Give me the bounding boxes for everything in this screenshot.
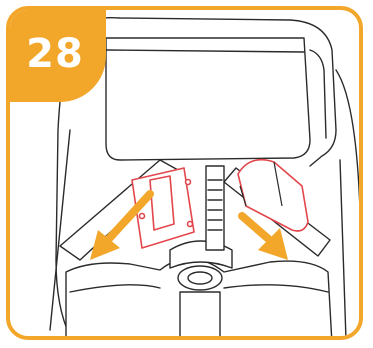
- headrest-inner: [106, 38, 310, 160]
- buckle-body: [180, 292, 220, 340]
- illustration-frame: 28: [6, 6, 363, 340]
- right-wing: [336, 70, 362, 340]
- step-number: 28: [26, 31, 84, 77]
- buckle-top: [178, 266, 222, 290]
- step-number-badge: 28: [10, 10, 106, 102]
- adjuster-strap: [206, 166, 224, 250]
